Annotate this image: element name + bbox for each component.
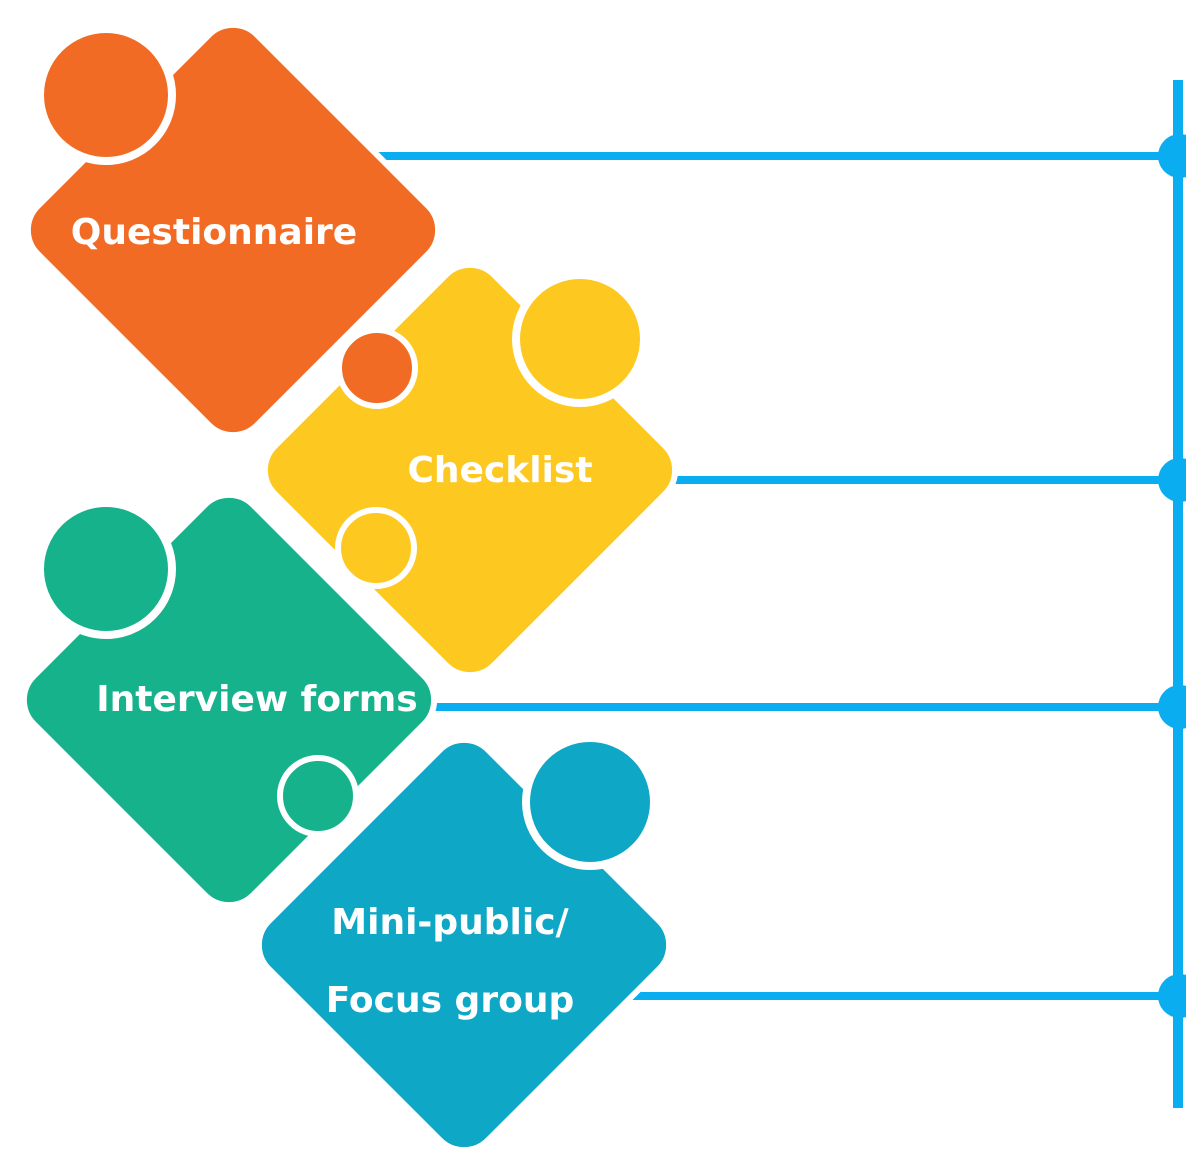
puzzle-knob: [36, 499, 176, 639]
puzzle-knob-tab: [335, 507, 417, 589]
connector-dot-questionnaire: [1158, 134, 1186, 178]
connector-dots: [1158, 134, 1186, 1018]
label-mini-public-line2: Focus group: [326, 980, 574, 1021]
label-checklist: Checklist: [407, 450, 592, 491]
connector-dot-interview-forms: [1158, 685, 1186, 729]
connector-dot-checklist: [1158, 458, 1186, 502]
label-questionnaire: Questionnaire: [71, 212, 357, 253]
puzzle-piece-questionnaire: [24, 21, 442, 439]
puzzle-knob-tab: [277, 755, 359, 837]
puzzle-piece-mini-public: [255, 734, 673, 1154]
label-interview-forms: Interview forms: [96, 679, 418, 720]
label-mini-public-line1: Mini-public/: [331, 902, 569, 943]
puzzle-knob-tab: [336, 327, 418, 409]
puzzle-knob: [36, 25, 176, 165]
puzzle-piece-interview-forms: [20, 491, 438, 909]
connector-dot-mini-public: [1158, 974, 1186, 1018]
connector-lines: [360, 80, 1183, 1108]
puzzle-knob: [522, 734, 658, 870]
puzzle-knob: [512, 271, 648, 407]
